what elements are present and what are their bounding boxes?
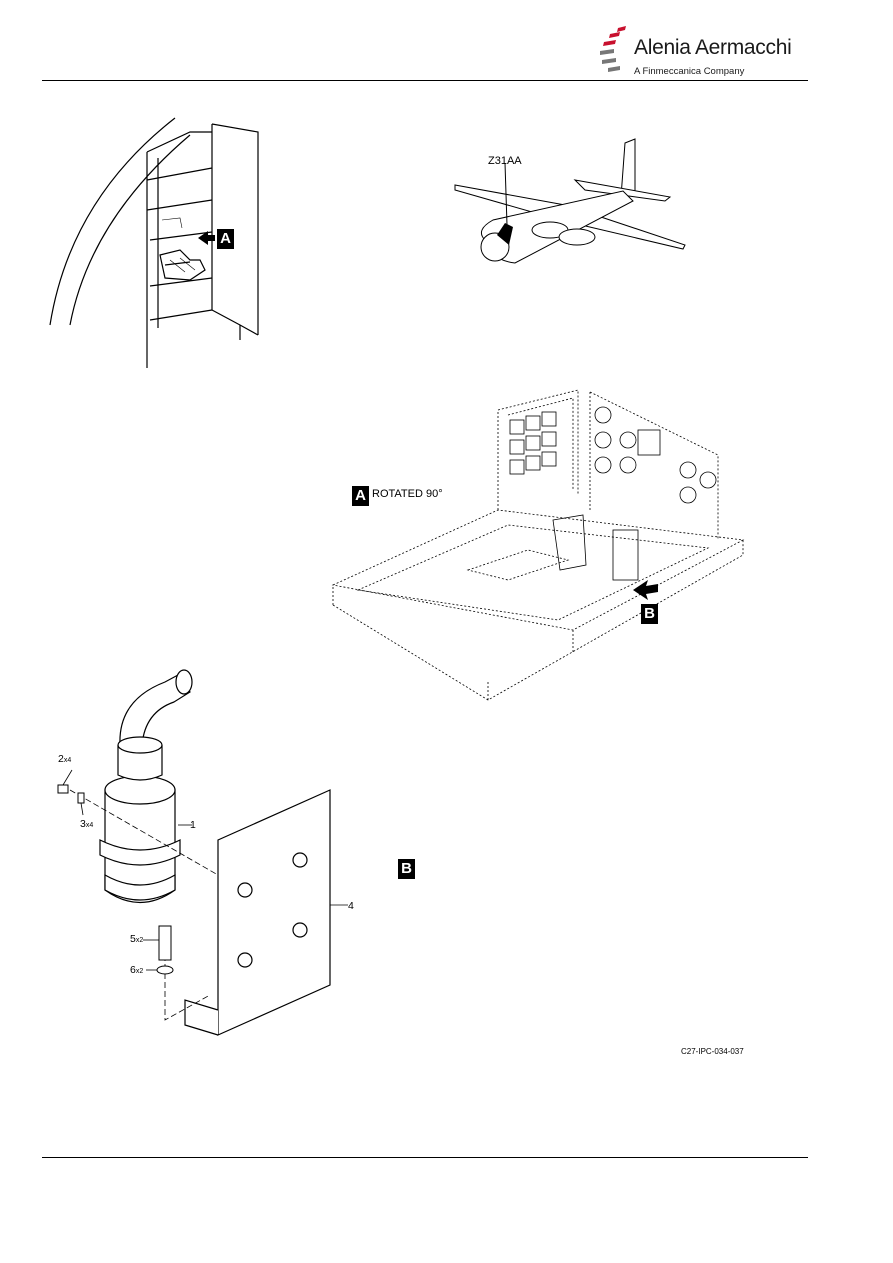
view-b-callout: B xyxy=(641,604,658,624)
view-b-marker: B xyxy=(398,859,415,879)
view-a-marker: A xyxy=(352,486,369,506)
item-label-6: 6x2 xyxy=(130,964,144,976)
item-label-5: 5x2 xyxy=(130,933,144,945)
view-a-caption: ROTATED 90° xyxy=(372,488,443,500)
view-a-callout: A xyxy=(217,229,234,249)
brand-name: Alenia Aermacchi xyxy=(634,36,792,59)
rack-view-a xyxy=(331,389,745,701)
figure-id: C27-IPC-034-037 xyxy=(681,1047,744,1056)
item-label-3: 3x4 xyxy=(80,818,94,830)
parts-view-b xyxy=(57,669,348,1036)
footer-rule xyxy=(42,1157,808,1158)
zone-label: Z31AA xyxy=(488,155,522,167)
brand-logo: Alenia Aermacchi A Finmeccanica Company xyxy=(596,24,796,80)
brand-subtitle: A Finmeccanica Company xyxy=(634,66,745,77)
item-label-1: 1 xyxy=(190,819,196,831)
aircraft-overview xyxy=(454,138,686,264)
header-rule xyxy=(42,80,808,81)
cockpit-location-view xyxy=(49,117,259,368)
item-label-4: 4 xyxy=(348,900,354,912)
logo-mark-icon xyxy=(600,26,626,72)
item-label-2: 2x4 xyxy=(58,753,72,765)
